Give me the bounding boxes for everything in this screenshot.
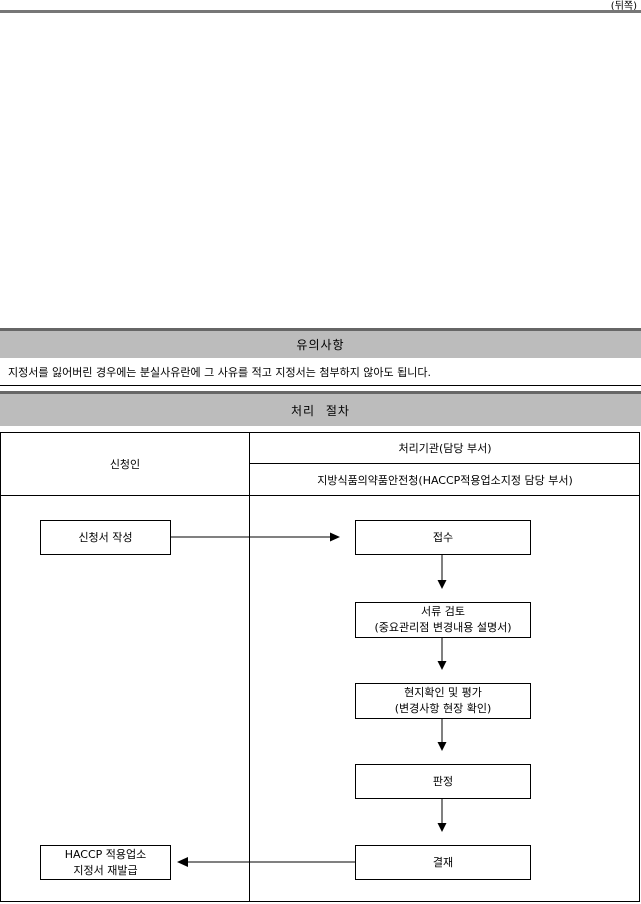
process-table [0,432,640,902]
step-label: 판정 [432,774,454,788]
step-label: 결재 [432,855,454,869]
process-title: 처리 절차 [291,403,350,418]
step-receive: 접수 [355,520,531,555]
arrowhead-3 [437,742,447,751]
step-judgement: 판정 [355,764,531,799]
notice-header: 유의사항 [0,328,641,358]
step-label: 신청서 작성 [78,530,133,544]
step-label-line1: HACCP 적용업소 [64,847,147,861]
agency-header-divider [249,463,640,464]
step-site-inspection: 현지확인 및 평가 (변경사항 현장 확인) [355,683,531,719]
notice-divider [0,385,641,386]
arrowhead-2 [437,661,447,670]
arrowhead-1 [437,580,447,589]
step-label-line1: 서류 검토 [421,605,465,618]
agency-header: 처리기관(담당 부서) [398,442,492,455]
notice-text: 지정서를 잃어버린 경우에는 분실사유란에 그 사유를 적고 지정서는 첨부하지… [8,366,432,379]
step-write-application: 신청서 작성 [40,520,171,555]
arrowhead-submit [330,532,340,542]
header-divider [0,495,640,496]
column-divider [249,432,250,902]
arrowhead-4 [437,823,447,832]
step-label-line2: (변경사항 현장 확인) [394,702,492,715]
process-header: 처리 절차 [0,391,641,426]
notice-title: 유의사항 [296,338,345,352]
step-label-line2: (중요관리점 변경내용 설명서) [374,621,512,634]
step-label: 접수 [432,530,454,544]
arrowhead-issue [177,857,188,867]
step-label-line2: 지정서 재발급 [73,863,138,877]
top-rule [0,10,641,13]
agency-name: 지방식품의약품안전청(HACCP적용업소지정 담당 부서) [317,473,573,487]
step-label-line1: 현지확인 및 평가 [404,686,482,699]
step-document-review: 서류 검토 (중요관리점 변경내용 설명서) [355,602,531,638]
page-side-label: (뒤쪽) [610,1,637,12]
applicant-header: 신청인 [109,458,141,471]
step-approval: 결재 [355,845,531,880]
step-reissue-certificate: HACCP 적용업소 지정서 재발급 [40,845,171,880]
